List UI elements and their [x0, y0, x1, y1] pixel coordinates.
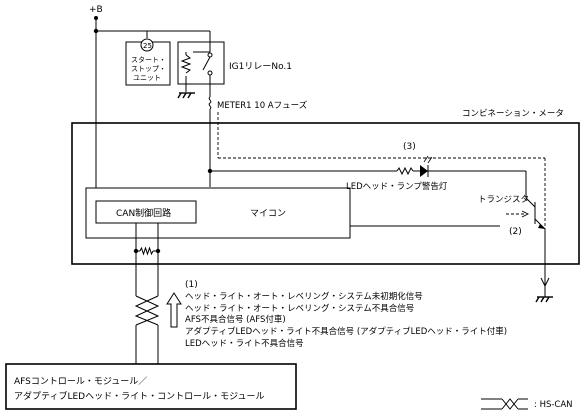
signal-2: AFS不具合信号 (AFS付車)	[185, 314, 286, 325]
fuse-icon	[208, 96, 212, 187]
signal-0: ヘッド・ライト・オート・レベリング・システム未初期化信号	[185, 291, 423, 302]
ig1-relay	[177, 41, 225, 97]
transistor-icon	[525, 197, 546, 290]
warning-lamp-label: LEDヘッド・ランプ警告灯	[346, 181, 448, 192]
start-stop-unit-line2: ストップ・	[131, 65, 166, 73]
can-l-junction	[155, 248, 161, 254]
emitter-ground-icon	[535, 296, 553, 303]
fuse-label: METER1 10 Aフューズ	[217, 100, 308, 111]
can-h-junction	[133, 248, 139, 254]
supply-junction	[94, 16, 98, 20]
afs-module-box	[5, 363, 297, 410]
signal-3: アダプティブLEDヘッド・ライト不具合信号 (アダプティブLEDヘッド・ライト付…	[185, 326, 507, 337]
marker-3: (3)	[403, 142, 416, 152]
afs-module-line1: AFSコントロール・モジュール／	[14, 376, 147, 387]
relay-label: IG1リレーNo.1	[229, 62, 292, 72]
signal-4: LEDヘッド・ライト不具合信号	[185, 338, 304, 349]
ground-icon	[177, 92, 195, 99]
can-circuit-box	[95, 200, 197, 224]
marker-2: (2)	[509, 227, 522, 237]
lamp-junction	[207, 168, 213, 174]
can-circuit-label: CAN制御回路	[116, 207, 171, 219]
supply-label: +B	[89, 5, 103, 15]
signal-1: ヘッド・ライト・オート・レベリング・システム不具合信号	[185, 303, 414, 314]
legend-label: : HS-CAN	[534, 400, 573, 410]
base-signal-arrow	[506, 210, 530, 218]
transistor-label: トランジスタ	[478, 195, 529, 205]
can-bus-lines	[135, 223, 159, 364]
marker-1: (1)	[185, 280, 198, 290]
microcomputer-label: マイコン	[250, 209, 286, 219]
start-stop-unit: 25 スタート・ ストップ・ ユニット	[125, 38, 171, 86]
afs-module-line2: アダプティブLEDヘッド・ライト・コントロール・モジュール	[14, 390, 264, 402]
start-stop-unit-line1: スタート・	[131, 55, 166, 64]
microcomputer-box	[85, 187, 351, 239]
signal-direction-arrow	[166, 292, 182, 328]
combination-meter-box	[71, 122, 580, 265]
supply-wiring	[95, 18, 211, 188]
start-stop-unit-line3: ユニット	[133, 74, 161, 82]
meter-label: コンビネーション・メータ	[462, 109, 564, 119]
twisted-pair-icon	[134, 295, 160, 326]
dashed-signal-path	[217, 112, 546, 283]
lamp-circuit	[210, 166, 527, 198]
hs-can-legend-icon	[481, 398, 528, 410]
supply-split-junction	[93, 28, 99, 34]
start-stop-unit-number: 25	[143, 42, 152, 50]
led-warning-lamp-icon	[420, 155, 433, 177]
